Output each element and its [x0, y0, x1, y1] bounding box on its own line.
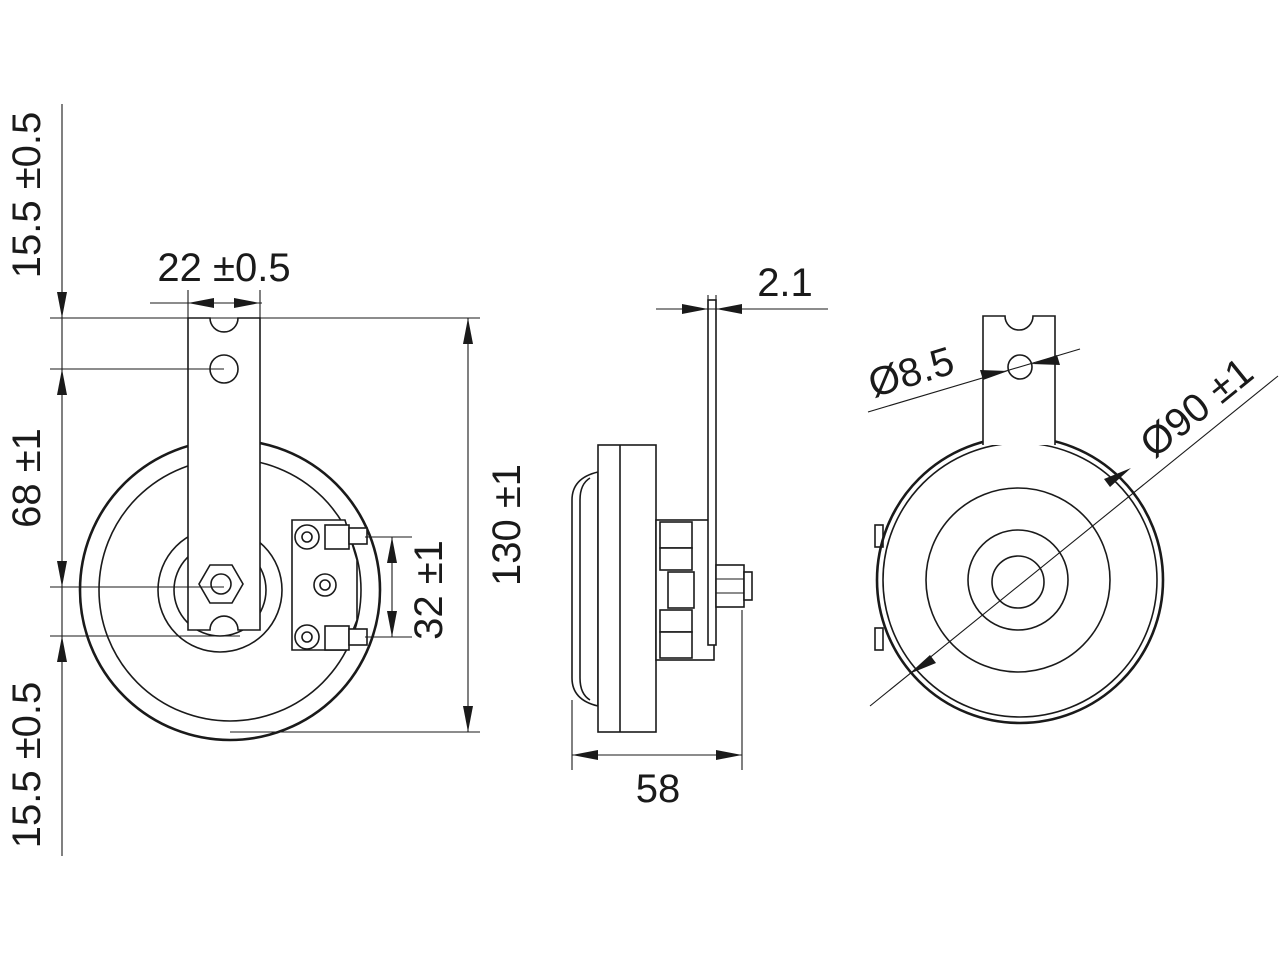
front-view [78, 317, 382, 742]
arrow-8-5-right [1032, 355, 1060, 365]
side-body-outer [597, 444, 657, 733]
dim-text-body-diameter: Ø90 ±1 [1132, 350, 1261, 467]
dim-text-terminal-spacing: 32 ±1 [407, 540, 451, 640]
side-terminal-upper [659, 547, 693, 571]
side-nut [715, 564, 745, 608]
rear-bracket [982, 315, 1056, 445]
rear-ring-3 [967, 529, 1069, 631]
arrow-bottom-offset [57, 636, 67, 662]
dim-text-top-offset: 15.5 ±0.5 [5, 112, 49, 279]
side-bracket-plate [707, 299, 717, 646]
arrow-8-5-left [980, 370, 1008, 380]
side-dome [571, 470, 599, 708]
arrow-58-right [716, 750, 742, 760]
rear-tab-left-bottom [874, 627, 884, 651]
arrow-90-bottom [909, 655, 936, 674]
terminal-housing [291, 519, 358, 651]
terminal-tab-bottom-blade [348, 628, 368, 646]
terminal-screw-middle [313, 573, 337, 597]
rear-view [874, 315, 1165, 725]
dim-text-bracket-width: 22 ±0.5 [157, 246, 290, 290]
dim-line-90 [869, 375, 1279, 707]
dim-text-total-height: 130 ±1 [485, 464, 529, 586]
dim-text-bottom-offset: 15.5 ±0.5 [5, 682, 49, 849]
terminal-tab-top-blade [348, 527, 368, 545]
arrow-58-left [572, 750, 598, 760]
terminal-tab-bottom [324, 625, 350, 651]
side-dimension-lines [571, 295, 828, 770]
side-view [571, 299, 753, 733]
mounting-bracket [187, 317, 261, 631]
arrow-2-1-right [716, 304, 742, 314]
arrow-2-1-left [682, 304, 708, 314]
side-dome-inner [579, 477, 591, 701]
center-nut-bore [210, 573, 232, 595]
terminal-tab-top [324, 524, 350, 550]
terminal-screw-top [294, 524, 320, 550]
arrow-top-offset [57, 292, 67, 318]
arrow-22-left [188, 298, 214, 308]
rear-body-outer [875, 435, 1165, 725]
arrow-22-right [234, 298, 260, 308]
arrow-32-top [387, 537, 397, 563]
arrow-130-bottom [463, 706, 473, 732]
side-stud [743, 571, 753, 601]
arrow-68-bottom [57, 561, 67, 587]
front-dimension-lines [50, 104, 480, 856]
terminal-screw-bottom-inner [301, 631, 313, 643]
terminal-screw-middle-inner [319, 579, 331, 591]
arrow-90-top [1104, 468, 1131, 487]
rear-ring-2 [925, 487, 1111, 673]
dim-text-depth: 58 [636, 767, 681, 811]
dim-text-bracket-thickness: 2.1 [757, 261, 813, 305]
rear-center-hub [991, 555, 1045, 609]
rear-bracket-hole [1007, 354, 1033, 380]
side-terminal-top [659, 521, 693, 549]
rear-body-inner [882, 442, 1158, 718]
side-terminal-bottom [659, 631, 693, 659]
center-nut [198, 564, 244, 604]
dim-text-hole-diameter: Ø8.5 [863, 339, 959, 406]
terminal-screw-top-inner [301, 531, 313, 543]
terminal-screw-bottom [294, 624, 320, 650]
rear-dimension-lines [867, 348, 1279, 707]
arrow-130-top [463, 318, 473, 344]
side-terminal-mid [667, 571, 695, 609]
dim-text-hole-spacing: 68 ±1 [5, 428, 49, 528]
arrow-32-bottom [387, 611, 397, 637]
arrow-68-top [57, 369, 67, 395]
side-terminal-lower [659, 609, 693, 633]
